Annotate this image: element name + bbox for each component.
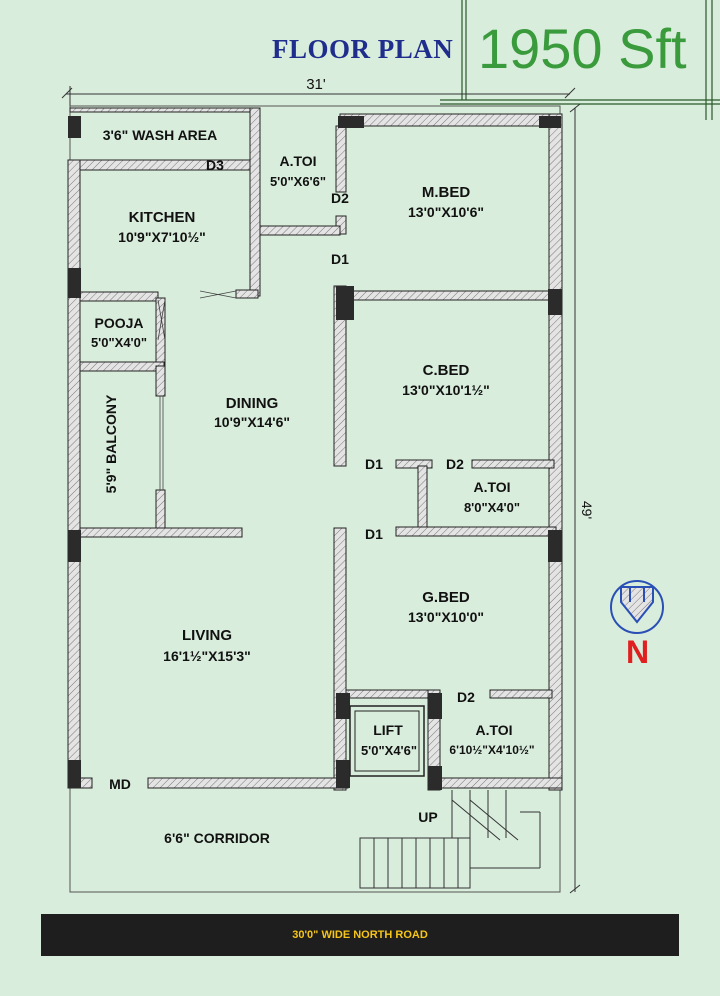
depth-dimension [569,103,581,894]
toilet1-size: 5'0"X6'6" [270,174,326,189]
pooja-size: 5'0"X4'0" [91,335,147,350]
door-d2-master: D2 [331,190,349,206]
road-label: 30'0" WIDE NORTH ROAD [292,929,428,941]
north-label: N [626,634,650,670]
lift-name: LIFT [373,722,403,738]
compass-icon [610,580,664,634]
title-frame [440,0,720,120]
toilet2-size: 8'0"X4'0" [464,500,520,515]
width-label: 31' [306,76,326,93]
toilet2-name: A.TOI [473,479,510,495]
door-d2-toilet2: D2 [446,456,464,472]
living-name: LIVING [182,627,232,644]
road-banner: 30'0" WIDE NORTH ROAD [41,914,679,956]
pooja-name: POOJA [94,315,143,331]
corridor-label: 6'6" CORRIDOR [164,830,270,846]
master-bed-name: M.BED [422,184,471,201]
plan-title: FLOOR PLAN [272,34,454,64]
wash-area-label: 3'6" WASH AREA [103,127,217,143]
guest-bed-size: 13'0"X10'0" [408,609,484,625]
toilet3-name: A.TOI [475,722,512,738]
staircase [359,790,541,889]
door-d1-master: D1 [331,251,349,267]
kitchen-name: KITCHEN [129,209,196,226]
toilet1-name: A.TOI [279,153,316,169]
depth-label: 49' [579,501,595,519]
door-d1-guest: D1 [365,526,383,542]
lift-shaft [349,705,425,777]
guest-bed-name: G.BED [422,589,470,606]
child-bed-name: C.BED [423,362,470,379]
living-size: 16'1½"X15'3" [163,648,251,664]
walls [67,107,563,791]
area-label: 1950 Sft [478,17,687,80]
dining-size: 10'9"X14'6" [214,414,290,430]
kitchen-size: 10'9"X7'10½" [118,229,206,245]
main-door-label: MD [109,776,131,792]
door-d3-label: D3 [206,157,224,173]
balcony-label: 5'9" BALCONY [103,394,119,493]
child-bed-size: 13'0"X10'1½" [402,382,490,398]
columns [68,116,562,790]
dining-name: DINING [226,395,279,412]
door-d2-toilet3: D2 [457,689,475,705]
toilet3-size: 6'10½"X4'10½" [449,743,534,757]
kitchen-opening [157,290,237,490]
master-bed-size: 13'0"X10'6" [408,204,484,220]
room-labels: 3'6" WASH AREA D3 KITCHEN 10'9"X7'10½" A… [91,127,535,846]
stairs-up-label: UP [418,809,437,825]
door-d1-child: D1 [365,456,383,472]
lift-size: 5'0"X4'6" [361,743,417,758]
